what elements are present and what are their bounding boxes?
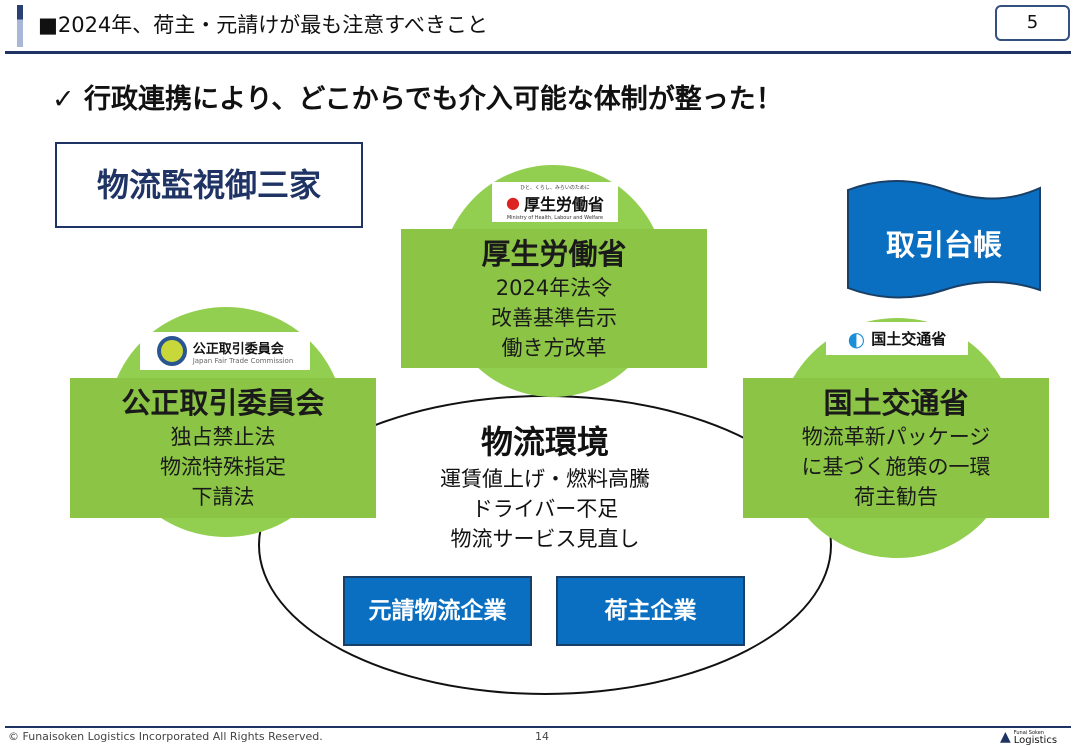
mlit-logo-text: 国土交通省 bbox=[871, 330, 947, 348]
mhlw-box: 厚生労働省 2024年法令 改善基準告示 働き方改革 bbox=[401, 229, 707, 368]
agency-line: 物流革新パッケージ bbox=[801, 425, 991, 449]
agency-line: 下請法 bbox=[191, 485, 255, 509]
environment-title: 物流環境 bbox=[480, 423, 609, 461]
title-accent-bar bbox=[17, 5, 23, 47]
agency-name: 国土交通省 bbox=[823, 386, 969, 420]
environment-line: 物流サービス見直し bbox=[450, 527, 640, 551]
mhlw-logo: ひと、くらし、みらいのために ●厚生労働省 Ministry of Health… bbox=[492, 182, 618, 222]
mlit-emblem-icon: ◐ bbox=[847, 326, 866, 351]
page-title: ■2024年、荷主・元請けが最も注意すべきこと bbox=[38, 13, 488, 37]
environment-text: 物流環境 運賃値上げ・燃料高騰 ドライバー不足 物流サービス見直し bbox=[380, 420, 710, 554]
jftc-box: 公正取引委員会 独占禁止法 物流特殊指定 下請法 bbox=[70, 378, 376, 518]
mhlw-logo-en: Ministry of Health, Labour and Welfare bbox=[506, 214, 604, 221]
jftc-logo-en: Japan Fair Trade Commission bbox=[192, 356, 294, 365]
logo-big-text: Logistics bbox=[1013, 735, 1058, 746]
prime-logistics-company-box: 元請物流企業 bbox=[343, 576, 532, 646]
slide-page-number: 14 bbox=[535, 730, 549, 743]
environment-line: 運賃値上げ・燃料高騰 bbox=[440, 467, 650, 491]
ledger-banner-text: 取引台帳 bbox=[885, 228, 1002, 262]
group-label-box: 物流監視御三家 bbox=[55, 142, 363, 228]
agency-line: 2024年法令 bbox=[495, 275, 613, 300]
shipper-company-box: 荷主企業 bbox=[556, 576, 745, 646]
agency-line: 働き方改革 bbox=[501, 335, 607, 360]
mhlw-logo-tagline: ひと、くらし、みらいのために bbox=[520, 184, 590, 191]
agency-name: 公正取引委員会 bbox=[121, 386, 325, 420]
agency-name: 厚生労働省 bbox=[481, 236, 627, 271]
agency-line: に基づく施策の一環 bbox=[801, 455, 991, 479]
agency-line: 荷主勧告 bbox=[854, 485, 938, 509]
mhlw-emblem-icon: ● bbox=[506, 193, 520, 212]
section-number-box: 5 bbox=[995, 5, 1070, 41]
header-divider bbox=[5, 51, 1071, 54]
mhlw-logo-text: 厚生労働省 bbox=[523, 194, 604, 214]
subtitle: ✓ 行政連携により、どこからでも介入可能な体制が整った！ bbox=[52, 84, 783, 115]
ledger-banner-shape bbox=[847, 180, 1041, 299]
environment-line: ドライバー不足 bbox=[471, 497, 619, 521]
jftc-logo-text: 公正取引委員会 bbox=[192, 341, 284, 357]
copyright: © Funaisoken Logistics Incorporated All … bbox=[8, 730, 323, 743]
agency-line: 独占禁止法 bbox=[170, 425, 276, 449]
logistics-logo-icon: ▲ bbox=[1000, 729, 1011, 745]
mlit-logo: ◐ 国土交通省 bbox=[826, 322, 968, 355]
mlit-box: 国土交通省 物流革新パッケージ に基づく施策の一環 荷主勧告 bbox=[743, 378, 1049, 518]
agency-line: 改善基準告示 bbox=[491, 305, 617, 330]
footer-divider bbox=[5, 726, 1071, 728]
logo-small-text: Funai Soken bbox=[1013, 730, 1044, 736]
agency-line: 物流特殊指定 bbox=[160, 455, 286, 479]
jftc-emblem-icon bbox=[156, 336, 187, 366]
